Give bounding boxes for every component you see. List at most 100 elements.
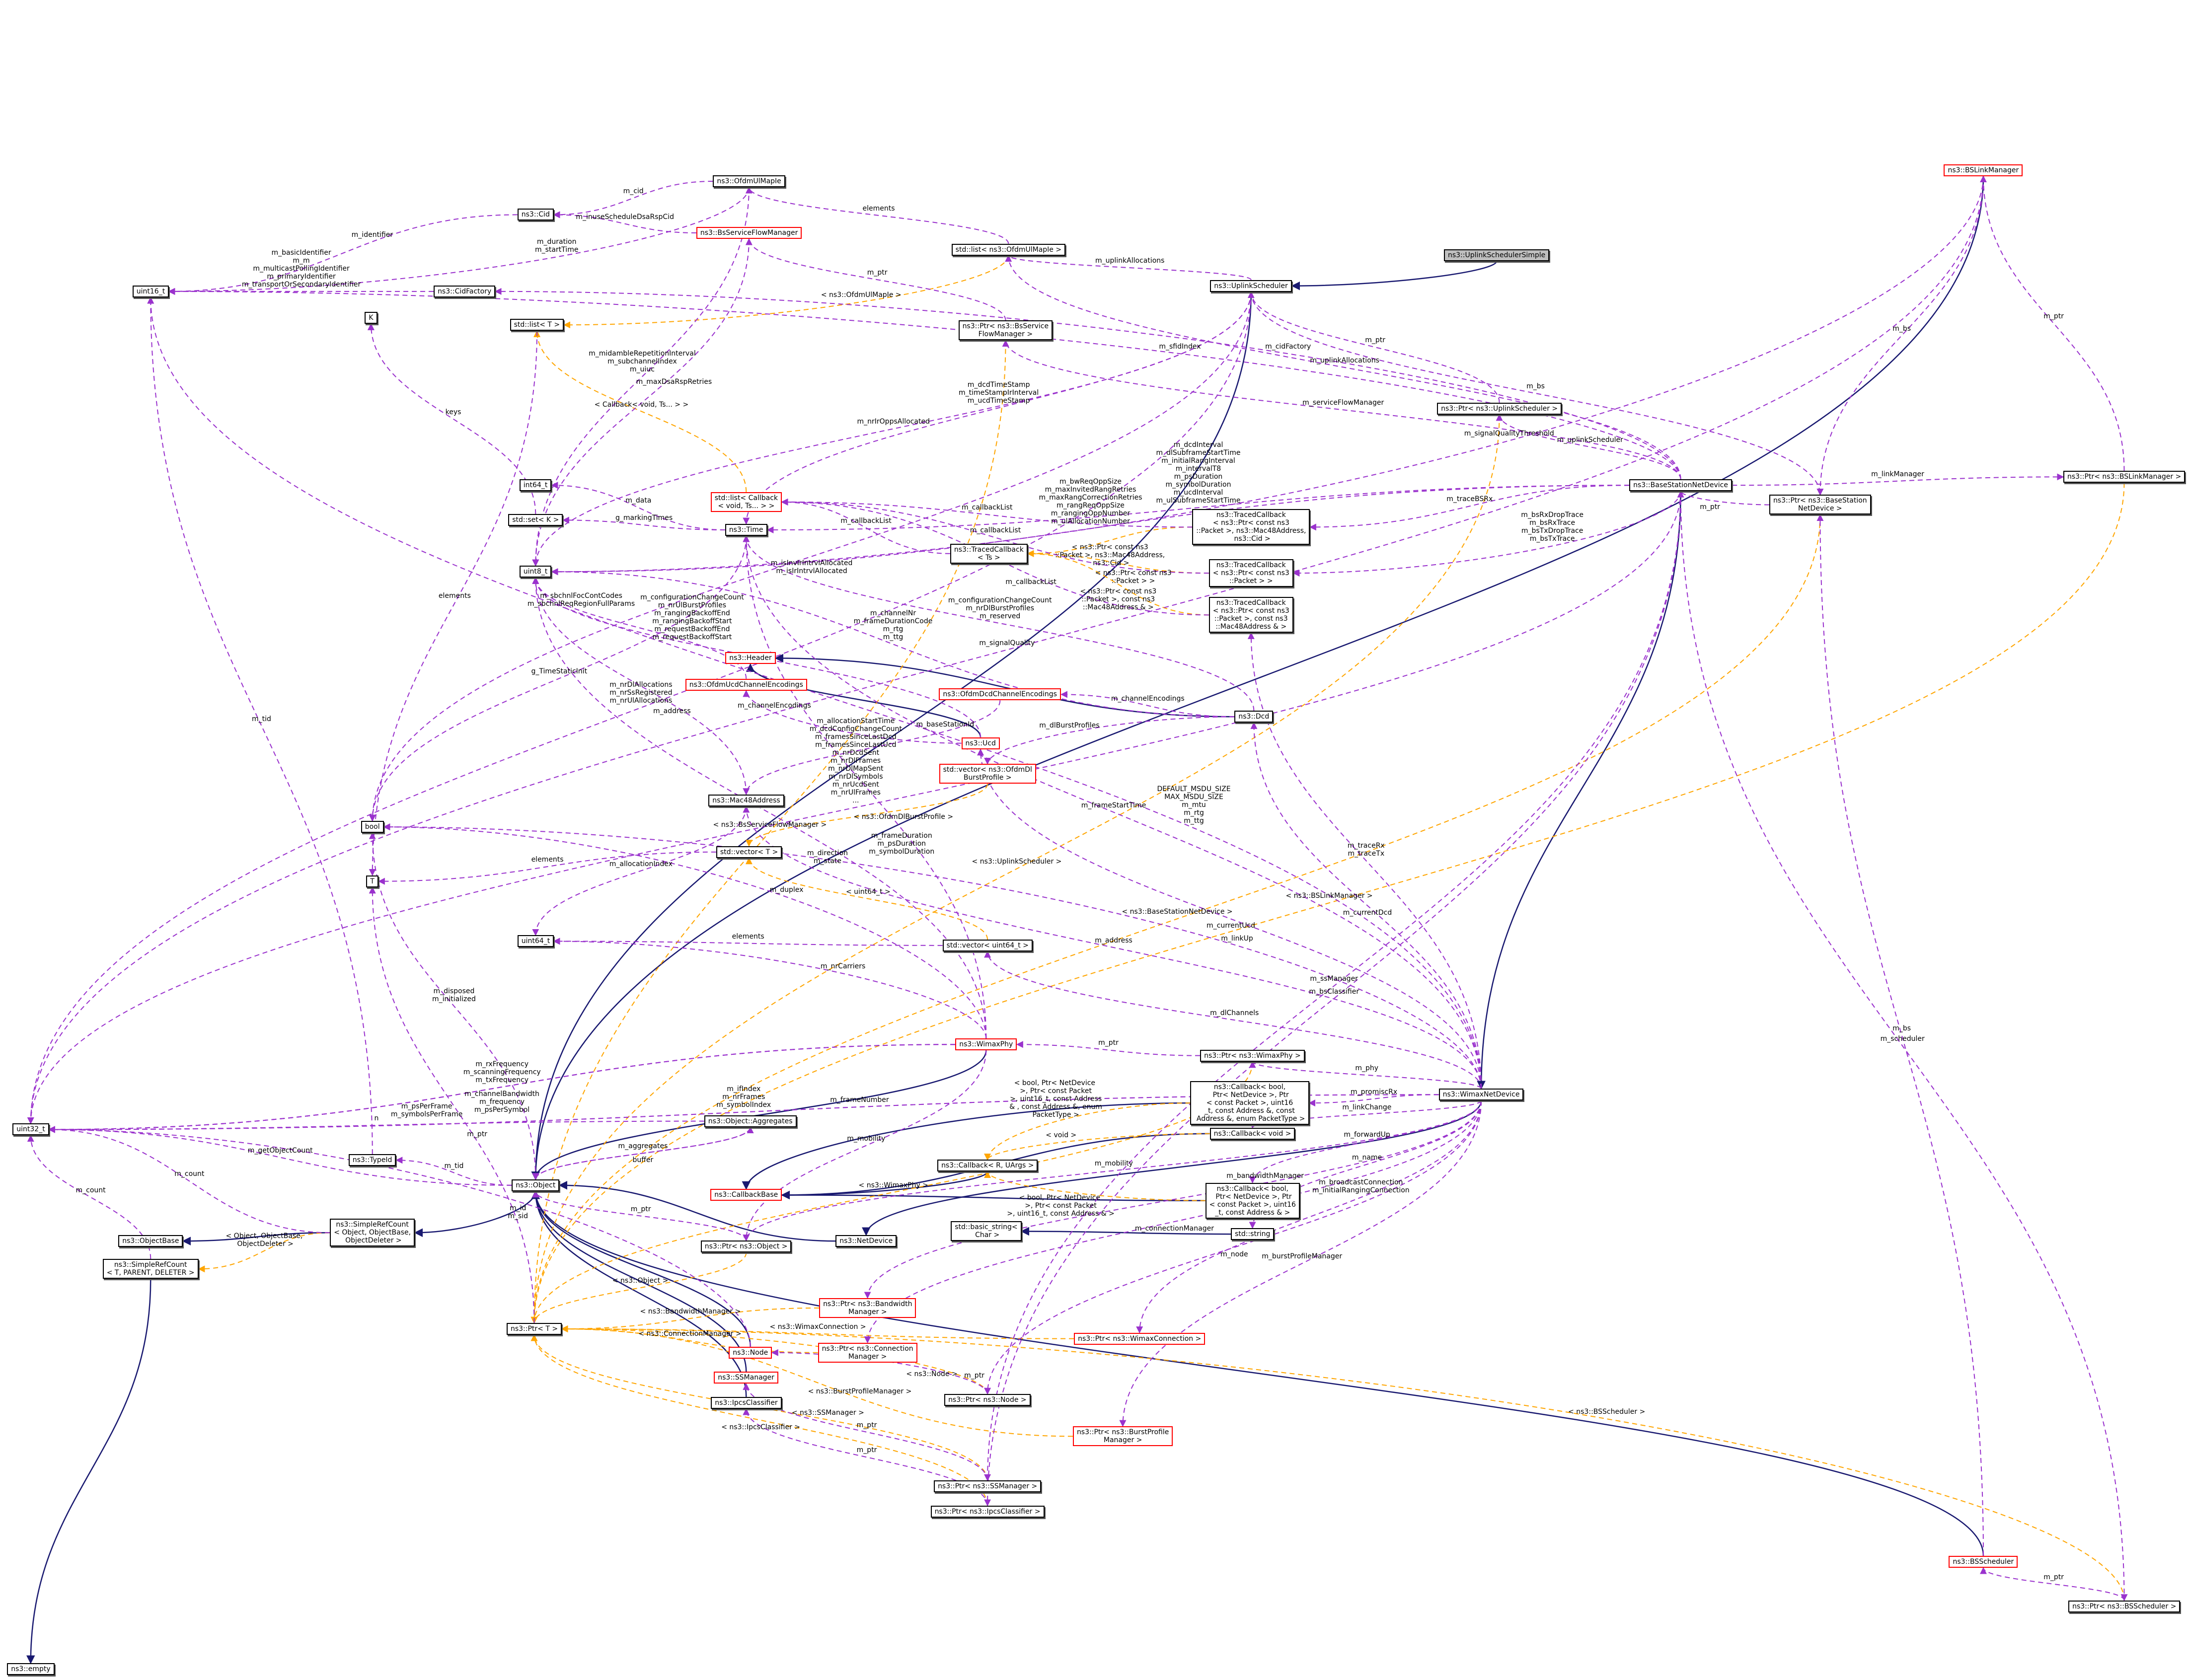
usage-edge [1496, 414, 1681, 480]
inheritance-edge [531, 292, 1252, 1180]
template-instance-edge [1027, 550, 1209, 616]
class-node-ns3-dcd[interactable]: ns3::Dcd [1234, 711, 1274, 723]
usage-edge [1247, 291, 1500, 403]
class-node-std-basic-string-char[interactable]: std::basic_string< Char > [951, 1221, 1022, 1242]
class-node-ns3-basestationnetdevice[interactable]: ns3::BaseStationNetDevice [1629, 479, 1732, 492]
class-node-ns3-simplerefcount-t-parent-deleter[interactable]: ns3::SimpleRefCount < T, PARENT, DELETER… [102, 1259, 199, 1279]
inheritance-edge [1477, 491, 1681, 1090]
usage-edge [383, 823, 987, 1039]
class-node-uint16-t[interactable]: uint16_t [132, 285, 169, 297]
usage-edge [1005, 255, 1681, 480]
template-instance-edge [561, 1325, 2125, 1601]
class-node-ns3-tracedcallback-ns3-ptr-const-ns3-packet[interactable]: ns3::TracedCallback < ns3::Ptr< const ns… [1208, 559, 1293, 587]
usage-edge [383, 823, 1482, 1089]
class-node-ns3-typeid[interactable]: ns3::TypeId [348, 1154, 396, 1167]
class-node-ns3-ptr-ns3-burstprofile-manager[interactable]: ns3::Ptr< ns3::BurstProfile Manager > [1072, 1426, 1173, 1447]
class-node-ns3-node[interactable]: ns3::Node [729, 1346, 772, 1359]
class-node-std-set-k[interactable]: std::set< K > [508, 514, 563, 526]
class-node-uint8-t[interactable]: uint8_t [519, 566, 552, 578]
class-node-ns3-bsscheduler[interactable]: ns3::BSScheduler [1949, 1555, 2018, 1568]
class-node-std-string[interactable]: std::string [1231, 1228, 1275, 1241]
class-node-ns3-ptr-t[interactable]: ns3::Ptr< T > [506, 1323, 562, 1335]
class-node-std-list-t[interactable]: std::list< T > [510, 319, 564, 331]
class-node-ns3-ptr-ns3-object[interactable]: ns3::Ptr< ns3::Object > [700, 1241, 792, 1253]
class-node-ns3-ptr-ns3-wimaxconnection[interactable]: ns3::Ptr< ns3::WimaxConnection > [1074, 1332, 1206, 1345]
template-instance-edge [745, 857, 988, 940]
usage-edge [1119, 1100, 1482, 1427]
class-node-ns3-cid[interactable]: ns3::Cid [517, 209, 554, 221]
class-node-ns3-ofdmucdchannelencodings[interactable]: ns3::OfdmUcdChannelEncodings [685, 678, 807, 691]
class-node-std-vector-t[interactable]: std::vector< T > [716, 846, 782, 858]
class-node-ns3-callbackbase[interactable]: ns3::CallbackBase [710, 1189, 782, 1201]
class-node-ns3-ptr-ns3-bsscheduler[interactable]: ns3::Ptr< ns3::BSScheduler > [2068, 1600, 2181, 1612]
class-node-ns3-wimaxphy[interactable]: ns3::WimaxPhy [955, 1038, 1017, 1051]
class-node-k[interactable]: K [365, 312, 377, 324]
class-node-t[interactable]: T [366, 875, 378, 887]
class-node-ns3-objectbase[interactable]: ns3::ObjectBase [118, 1235, 183, 1247]
class-node-std-vector-uint64-t[interactable]: std::vector< uint64_t > [942, 939, 1033, 951]
inheritance-edge [1291, 261, 1498, 291]
usage-edge [369, 331, 538, 877]
class-node-ns3-time[interactable]: ns3::Time [725, 524, 767, 536]
usage-edge [27, 491, 1681, 1124]
class-node-std-list-ns3-ofdmulmapie[interactable]: std::list< ns3::OfdmUlMapIe > [951, 243, 1066, 256]
class-node-ns3-ptr-ns3-bslinkmanager[interactable]: ns3::Ptr< ns3::BSLinkManager > [2063, 471, 2186, 483]
class-node-ns3-uplinkscheduler[interactable]: ns3::UplinkScheduler [1210, 280, 1292, 292]
class-node-ns3-uplinkschedulersimple[interactable]: ns3::UplinkSchedulerSimple [1443, 249, 1550, 261]
class-node-ns3-tracedcallback-ts[interactable]: ns3::TracedCallback < Ts > [950, 543, 1028, 564]
class-node-ns3-empty[interactable]: ns3::empty [7, 1663, 55, 1676]
class-node-ns3-tracedcallback-ns3-ptr-const-ns3-packet-ns3-mac48address-ns3-cid[interactable]: ns3::TracedCallback < ns3::Ptr< const ns… [1192, 509, 1310, 545]
class-node-ns3-wimaxnetdevice[interactable]: ns3::WimaxNetDevice [1438, 1089, 1524, 1101]
class-node-ns3-ucd[interactable]: ns3::Ucd [961, 737, 1000, 749]
usage-edge [864, 1100, 1482, 1299]
class-node-std-list-callback-void-ts[interactable]: std::list< Callback < void, Ts... > > [710, 492, 782, 512]
class-node-ns3-cidfactory[interactable]: ns3::CidFactory [434, 285, 496, 297]
class-node-ns3-ptr-ns3-bandwidth-manager[interactable]: ns3::Ptr< ns3::Bandwidth Manager > [819, 1298, 916, 1318]
template-instance-edge [746, 784, 988, 847]
usage-edge [48, 1044, 956, 1133]
class-node-ns3-ofdmulmapie[interactable]: ns3::OfdmUlMapIe [713, 175, 785, 188]
class-node-ns3-ofdmdcdchannelencodings[interactable]: ns3::OfdmDcdChannelEncodings [939, 688, 1061, 701]
class-node-ns3-header[interactable]: ns3::Header [725, 652, 776, 664]
inheritance-edge [746, 663, 981, 737]
class-node-ns3-ipcsclassifier[interactable]: ns3::IpcsClassifier [711, 1396, 782, 1409]
class-node-ns3-tracedcallback-ns3-ptr-const-ns3-packet-const-ns3-mac48address[interactable]: ns3::TracedCallback < ns3::Ptr< const ns… [1208, 597, 1293, 633]
class-node-ns3-bsserviceflowmanager[interactable]: ns3::BsServiceFlowManager [696, 226, 802, 239]
usage-edge [1250, 722, 1482, 1089]
template-instance-edge [1027, 526, 1193, 557]
class-node-ns3-ptr-ns3-wimaxphy[interactable]: ns3::Ptr< ns3::WimaxPhy > [1200, 1049, 1305, 1062]
class-node-ns3-ptr-ns3-uplinkscheduler[interactable]: ns3::Ptr< ns3::UplinkScheduler > [1437, 402, 1562, 415]
inheritance-edge [781, 1171, 988, 1200]
class-node-ns3-ptr-ns3-node[interactable]: ns3::Ptr< ns3::Node > [944, 1394, 1031, 1406]
class-node-ns3-ptr-ns3-ssmanager[interactable]: ns3::Ptr< ns3::SSManager > [934, 1480, 1042, 1493]
class-node-ns3-simplerefcount-object-objectbase-objectdeleter[interactable]: ns3::SimpleRefCount < Object, ObjectBase… [330, 1219, 415, 1247]
class-node-ns3-mac48address[interactable]: ns3::Mac48Address [708, 794, 784, 806]
class-node-ns3-ptr-ns3-ipcsclassifier[interactable]: ns3::Ptr< ns3::IpcsClassifier > [930, 1505, 1045, 1518]
class-node-ns3-bslinkmanager[interactable]: ns3::BSLinkManager [1944, 164, 2023, 176]
class-node-ns3-callback-bool-ptr-netdevice-ptr-const-packet-uint16-t-const-address[interactable]: ns3::Callback< bool, Ptr< NetDevice >, P… [1205, 1182, 1300, 1219]
usage-edge [984, 1100, 1482, 1395]
class-node-bool[interactable]: bool [361, 821, 384, 833]
usage-edge [48, 1044, 956, 1133]
class-node-ns3-callback-void[interactable]: ns3::Callback< void > [1209, 1127, 1295, 1140]
class-node-ns3-netdevice[interactable]: ns3::NetDevice [835, 1235, 897, 1247]
template-instance-edge [530, 1061, 1253, 1324]
class-node-ns3-ptr-ns3-connection-manager[interactable]: ns3::Ptr< ns3::Connection Manager > [818, 1342, 917, 1363]
class-node-int64-t[interactable]: int64_t [519, 479, 552, 492]
class-node-ns3-ptr-ns3-basestation-netdevice[interactable]: ns3::Ptr< ns3::BaseStation NetDevice > [1769, 495, 1871, 515]
inheritance-edge [531, 1050, 987, 1180]
class-node-std-vector-ns3-ofdmdl-burstprofile[interactable]: std::vector< ns3::OfdmDl BurstProfile > [939, 764, 1036, 784]
class-node-ns3-ptr-ns3-bsservice-flowmanager[interactable]: ns3::Ptr< ns3::BsService FlowManager > [958, 320, 1053, 341]
usage-edge [743, 700, 1001, 796]
usage-edge [48, 1094, 1439, 1133]
class-node-ns3-ssmanager[interactable]: ns3::SSManager [714, 1372, 778, 1384]
class-node-uint32-t[interactable]: uint32_t [12, 1123, 49, 1136]
class-node-ns3-object[interactable]: ns3::Object [512, 1179, 560, 1191]
class-node-ns3-callback-r-uargs[interactable]: ns3::Callback< R, UArgs > [937, 1160, 1038, 1172]
usage-edge [551, 568, 1235, 718]
usage-edge [984, 716, 1235, 765]
class-node-ns3-callback-bool-ptr-netdevice-ptr-const-packet-uint16-t-const-address-const-address-enum-packettype[interactable]: ns3::Callback< bool, Ptr< NetDevice >, P… [1190, 1081, 1309, 1125]
class-node-ns3-object-aggregates[interactable]: ns3::Object::Aggregates [704, 1115, 797, 1127]
class-node-uint64-t[interactable]: uint64_t [517, 935, 554, 948]
